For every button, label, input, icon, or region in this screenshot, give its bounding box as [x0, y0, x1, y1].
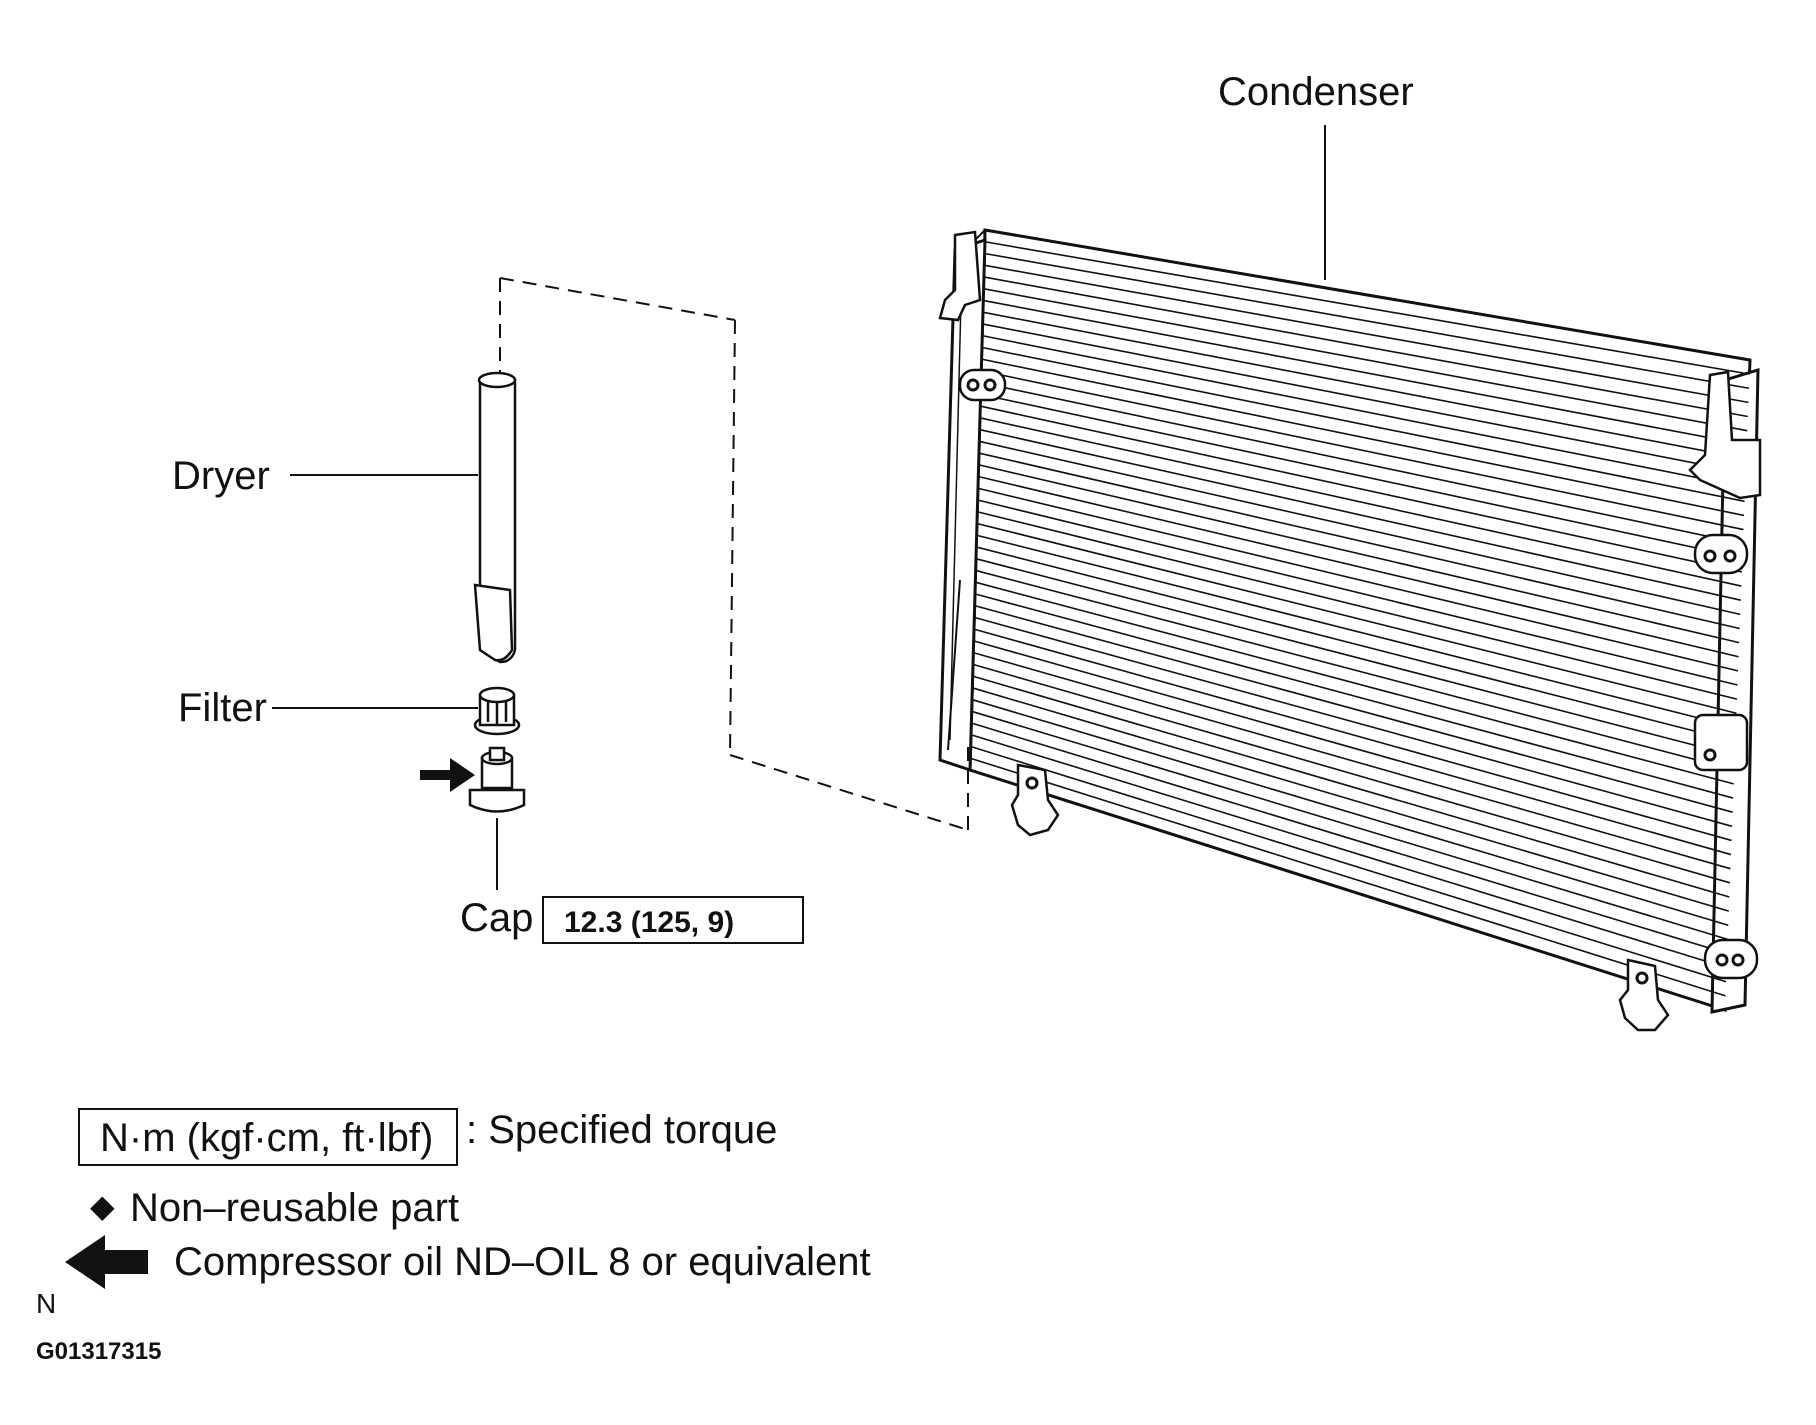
filter-drawing: [272, 686, 521, 736]
condenser-fin: [981, 334, 1746, 488]
condenser-fin: [972, 687, 1730, 912]
cap-drawing: [420, 746, 526, 890]
condenser-fin: [974, 593, 1734, 799]
oil-arrow-icon: [65, 1235, 148, 1289]
oil-note-label: Compressor oil ND–OIL 8 or equivalent: [174, 1240, 871, 1284]
condenser-fin: [976, 522, 1737, 715]
torque-description: : Specified torque: [466, 1108, 778, 1152]
condenser-fin: [976, 534, 1737, 729]
condenser-fin: [978, 440, 1741, 616]
condenser-fin: [973, 640, 1732, 856]
figure-id: G01317315: [36, 1338, 162, 1365]
cap-torque-box: 12.3 (125, 9): [542, 896, 804, 944]
condenser-fin: [978, 464, 1740, 644]
condenser-fin: [970, 757, 1726, 997]
condenser-fin: [982, 323, 1746, 474]
condenser-fin: [975, 557, 1735, 757]
condenser-fin: [979, 405, 1743, 573]
condenser-fin: [980, 393, 1743, 559]
condenser-fin: [979, 417, 1742, 587]
exploded-view-outline: [499, 277, 969, 831]
condenser-fin: [971, 722, 1728, 955]
condenser-fin: [978, 452, 1740, 630]
condenser-fin: [972, 663, 1731, 884]
condenser-fin: [977, 487, 1739, 672]
non-reusable-label: Non–reusable part: [130, 1186, 460, 1230]
condenser-fin: [982, 311, 1747, 460]
condenser-fin: [981, 346, 1745, 503]
condenser-fin: [983, 276, 1748, 418]
condenser-drawing: [938, 125, 1762, 1032]
north-marker: N: [36, 1288, 57, 1319]
condenser-fin: [974, 616, 1733, 828]
condenser-fin: [974, 604, 1733, 813]
condenser-label: Condenser: [1218, 70, 1414, 114]
dryer-label: Dryer: [172, 454, 270, 498]
condenser-fin: [972, 675, 1730, 898]
dryer-drawing: [290, 371, 517, 664]
condenser-fin: [973, 651, 1731, 870]
diamond-icon: ◆: [90, 1188, 115, 1224]
condenser-fin: [975, 569, 1735, 771]
oil-arrow-icon: [420, 758, 475, 792]
condenser-fin: [970, 734, 1727, 969]
condenser-fin: [983, 287, 1748, 432]
condenser-fin: [980, 381, 1744, 545]
condenser-fin: [984, 252, 1750, 390]
condenser-fin: [977, 499, 1738, 686]
condenser-fin: [980, 370, 1744, 531]
condenser-fin: [983, 264, 1749, 404]
condenser-fin: [970, 745, 1727, 983]
torque-unit-box: N·m (kgf·cm, ft·lbf): [78, 1108, 458, 1166]
condenser-fin: [975, 546, 1736, 743]
condenser-fin: [982, 299, 1747, 446]
condenser-fin: [975, 581, 1734, 785]
condenser-fin: [971, 698, 1729, 926]
condenser-fin: [979, 428, 1741, 601]
condenser-fin: [976, 510, 1738, 700]
condenser-fin: [984, 240, 1750, 375]
cap-label: Cap: [460, 896, 534, 940]
filter-label: Filter: [178, 686, 267, 730]
condenser-fin: [981, 358, 1745, 517]
condenser-fin: [973, 628, 1732, 842]
condenser-fin: [977, 475, 1739, 658]
condenser-fin: [971, 710, 1728, 941]
